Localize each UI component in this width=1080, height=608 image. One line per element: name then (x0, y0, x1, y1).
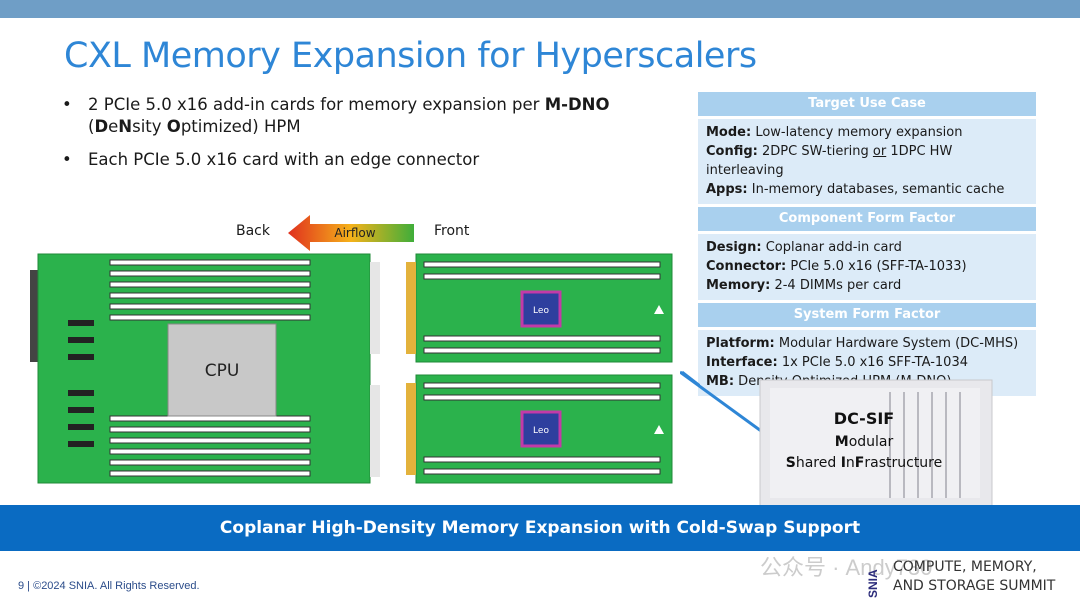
bullet-text: e (108, 117, 119, 136)
dcsif-text: odular (849, 434, 894, 450)
top-accent-bar (0, 0, 1080, 18)
bullet-text: Each PCIe 5.0 x16 card with an edge conn… (88, 150, 480, 169)
spec-row: Memory: 2-4 DIMMs per card (706, 276, 1028, 295)
slide-title: CXL Memory Expansion for Hyperscalers (64, 36, 757, 76)
spec-row: Connector: PCIe 5.0 x16 (SFF-TA-1033) (706, 257, 1028, 276)
bullet-list: 2 PCIe 5.0 x16 add-in cards for memory e… (62, 94, 702, 182)
dcsif-letter: F (855, 455, 865, 471)
section-header: System Form Factor (698, 303, 1036, 327)
front-label: Front (434, 223, 470, 239)
spec-row: Interface: 1x PCIe 5.0 x16 SFF-TA-1034 (706, 353, 1028, 372)
server-illustration: DC-SIF Modular Shared InFrastructure (680, 370, 993, 507)
bullet-text: ( (88, 117, 95, 136)
spec-value: 1x PCIe 5.0 x16 SFF-TA-1034 (777, 355, 968, 370)
spec-value: Low-latency memory expansion (751, 125, 963, 140)
dcsif-title: DC-SIF (834, 409, 894, 428)
dcsif-text: n (846, 455, 855, 471)
spec-key: Mode: (706, 125, 752, 140)
spec-value: In-memory databases, semantic cache (747, 182, 1005, 197)
spec-value: 2-4 DIMMs per card (770, 278, 902, 293)
bullet-bold: O (166, 117, 181, 136)
bullet-bold: N (118, 117, 133, 136)
dcsif-line2: Shared InFrastructure (786, 455, 943, 471)
dcsif-letter: M (835, 434, 849, 450)
summit-logo-text: COMPUTE, MEMORY, AND STORAGE SUMMIT (893, 558, 1055, 596)
dimm-slots-top (109, 259, 311, 321)
spec-value: PCIe 5.0 x16 (SFF-TA-1033) (786, 259, 967, 274)
summit-line: COMPUTE, MEMORY, (893, 559, 1037, 575)
leo-chip-label: Leo (533, 306, 549, 316)
bullet-text: sity (132, 117, 167, 136)
diagram-svg: Airflow (30, 215, 700, 484)
spec-key: Memory: (706, 278, 771, 293)
motherboard-side-rail (370, 385, 380, 477)
dcsif-letter: I (841, 455, 846, 471)
summit-line: AND STORAGE SUMMIT (893, 578, 1056, 594)
spec-row: Platform: Modular Hardware System (DC-MH… (706, 334, 1028, 353)
spec-key: Design: (706, 240, 762, 255)
warning-icon (654, 425, 664, 434)
spec-key: Config: (706, 144, 758, 159)
dcsif-letter: S (786, 455, 796, 471)
spec-table: Target Use Case Mode: Low-latency memory… (698, 92, 1036, 399)
section-header: Component Form Factor (698, 207, 1036, 231)
bullet-bold: D (94, 117, 109, 136)
edge-connector (406, 262, 416, 354)
watermark: 公众号 · Andy730 (760, 555, 933, 580)
spec-row: Mode: Low-latency memory expansion (706, 123, 1028, 142)
bullet-text: ptimized) HPM (180, 117, 301, 136)
section-header: Target Use Case (698, 92, 1036, 116)
back-label: Back (236, 223, 270, 239)
card-1-dimm-slots (423, 261, 661, 354)
summary-banner: Coplanar High-Density Memory Expansion w… (0, 505, 1080, 551)
spec-key: MB: (706, 374, 735, 389)
bullet-bold: M-DNO (544, 95, 610, 114)
edge-connector (406, 383, 416, 475)
section-body: Mode: Low-latency memory expansion Confi… (698, 116, 1036, 204)
spec-key: Platform: (706, 336, 775, 351)
spec-value-underlined: or (872, 144, 887, 159)
bullet-text: 2 PCIe 5.0 x16 add-in cards for memory e… (88, 95, 545, 114)
card-2-dimm-slots (423, 382, 661, 475)
spec-value: Modular Hardware System (DC-MHS) (774, 336, 1019, 351)
bullet-item: Each PCIe 5.0 x16 card with an edge conn… (62, 149, 702, 171)
spec-key: Interface: (706, 355, 778, 370)
spec-value: 2DPC SW-tiering (757, 144, 873, 159)
spec-value: Coplanar add-in card (761, 240, 902, 255)
leo-chip-label: Leo (533, 426, 549, 436)
spec-value: 1DPC HW interleaving (706, 144, 953, 178)
leo-chip-1 (520, 290, 562, 328)
bullet-item: 2 PCIe 5.0 x16 add-in cards for memory e… (62, 94, 702, 138)
dcsif-text: hared (796, 455, 841, 471)
airflow-label: Airflow (334, 226, 375, 240)
copyright-footer: 9 | ©2024 SNIA. All Rights Reserved. (18, 580, 200, 592)
cpu (167, 323, 277, 417)
dcsif-text: rastructure (864, 455, 942, 471)
warning-icon (654, 305, 664, 314)
motherboard-side-rail (370, 262, 380, 354)
cpu-label: CPU (205, 361, 240, 381)
snia-logo: SNIA (866, 569, 880, 598)
io-connectors (68, 320, 94, 447)
airflow-arrow (288, 215, 414, 251)
spec-key: Apps: (706, 182, 748, 197)
leo-chip-2 (520, 410, 562, 448)
spec-row: Config: 2DPC SW-tiering or 1DPC HW inter… (706, 142, 1028, 180)
spec-row: Design: Coplanar add-in card (706, 238, 1028, 257)
motherboard-connector (30, 270, 40, 362)
dcsif-line1: Modular (835, 434, 894, 450)
spec-key: Connector: (706, 259, 787, 274)
section-body: Design: Coplanar add-in card Connector: … (698, 231, 1036, 300)
spec-row: Apps: In-memory databases, semantic cach… (706, 180, 1028, 199)
hardware-diagram: Back Front Airflow (0, 210, 700, 500)
